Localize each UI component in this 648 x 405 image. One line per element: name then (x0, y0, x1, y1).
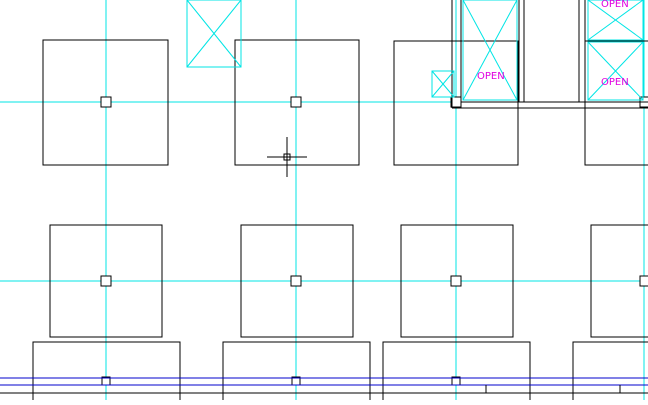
opening-label: OPEN (601, 0, 629, 10)
footing[interactable] (49, 224, 163, 338)
opening-labels: OPEN OPEN OPEN (477, 0, 629, 88)
opening[interactable] (462, 0, 518, 101)
footing[interactable] (240, 224, 354, 338)
column-marker[interactable] (100, 275, 112, 287)
column-marker[interactable] (290, 275, 302, 287)
grade-beam (0, 377, 648, 394)
crosshair-cursor-icon (267, 137, 307, 177)
column-marker[interactable] (290, 96, 302, 108)
opening[interactable] (431, 70, 455, 98)
footing[interactable] (400, 224, 514, 338)
footing[interactable] (234, 39, 360, 166)
column-marker[interactable] (639, 275, 648, 287)
wall-structure (451, 0, 648, 109)
opening[interactable] (186, 0, 242, 68)
footings-row-2 (49, 224, 648, 338)
footings-row-1 (42, 39, 648, 166)
footings-row-3 (32, 341, 648, 403)
opening[interactable] (587, 0, 644, 41)
footing[interactable] (572, 341, 648, 403)
footing[interactable] (42, 39, 169, 166)
footing[interactable] (393, 40, 519, 166)
footing[interactable] (584, 40, 648, 166)
column-markers (100, 96, 648, 386)
column-marker[interactable] (100, 96, 112, 108)
opening[interactable] (587, 41, 644, 101)
opening-label: OPEN (477, 71, 505, 82)
openings (186, 0, 644, 101)
opening-label: OPEN (601, 77, 629, 88)
footing[interactable] (590, 224, 648, 338)
column-marker[interactable] (450, 275, 462, 287)
